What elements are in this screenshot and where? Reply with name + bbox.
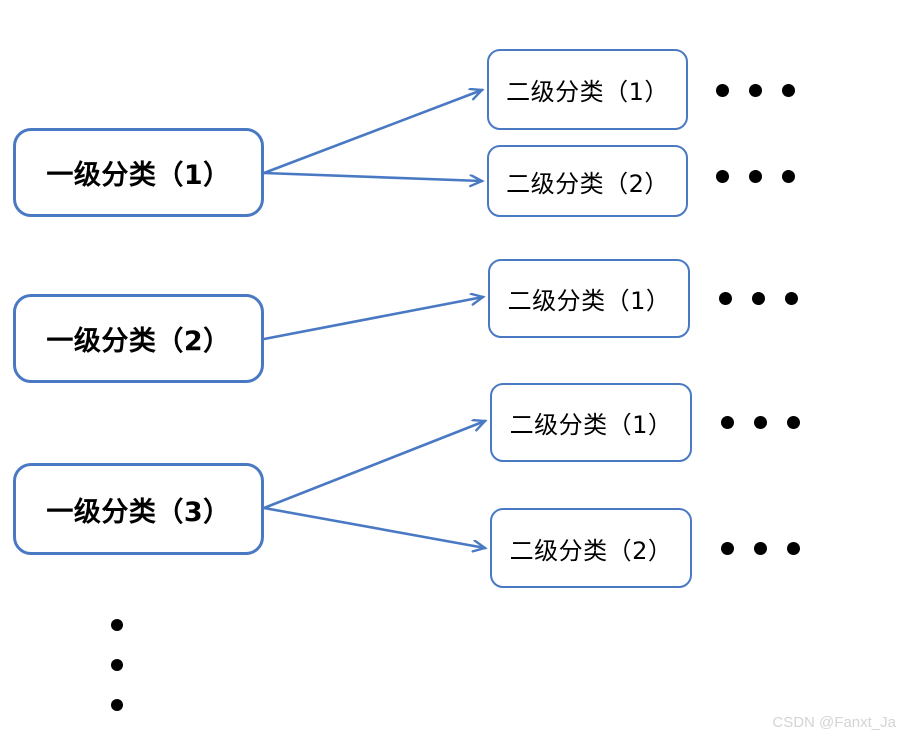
level2-node-1-1-label: 二级分类（1） <box>506 78 669 106</box>
connector-arrow-1 <box>262 90 482 175</box>
dot <box>111 619 123 631</box>
level2-node-3-2-label: 二级分类（2） <box>509 536 673 565</box>
dot <box>785 292 798 305</box>
connector-lines <box>262 90 485 548</box>
connector-arrow-3 <box>262 297 483 341</box>
level2-node-1-2-label: 二级分类（2） <box>506 169 669 198</box>
dot <box>752 292 765 305</box>
level2-node-3-1[interactable]: 二级分类（1） <box>490 383 692 462</box>
dot <box>721 416 734 429</box>
ellipsis-dots-1-2 <box>716 170 795 183</box>
connector-arrow-4 <box>262 421 485 510</box>
level2-node-3-2[interactable]: 二级分类（2） <box>490 508 692 588</box>
ellipsis-dots-3-1 <box>721 416 800 429</box>
level1-node-2[interactable]: 一级分类（2） <box>13 294 264 383</box>
dot <box>754 416 767 429</box>
dot <box>111 659 123 671</box>
level1-node-2-label: 一级分类（2） <box>46 326 231 357</box>
level1-node-3-label: 一级分类（3） <box>46 496 231 528</box>
connector-arrow-5 <box>262 506 485 548</box>
connector-arrow-2 <box>262 171 482 181</box>
ellipsis-dots-3-2 <box>721 542 800 555</box>
level1-node-3[interactable]: 一级分类（3） <box>13 463 264 555</box>
dot <box>749 170 762 183</box>
level2-node-2-1-label: 二级分类（1） <box>507 287 671 315</box>
dot <box>787 416 800 429</box>
level2-node-1-1[interactable]: 二级分类（1） <box>487 49 688 130</box>
dot <box>787 542 800 555</box>
ellipsis-dots-1-1 <box>716 84 795 97</box>
dot <box>754 542 767 555</box>
level2-node-2-1[interactable]: 二级分类（1） <box>488 259 690 338</box>
level2-node-1-2[interactable]: 二级分类（2） <box>487 145 688 217</box>
dot <box>782 170 795 183</box>
ellipsis-dots-2-1 <box>719 292 798 305</box>
dot <box>719 292 732 305</box>
dot <box>716 84 729 97</box>
vertical-ellipsis <box>111 619 123 711</box>
dot <box>111 699 123 711</box>
dot <box>749 84 762 97</box>
watermark: CSDN @Fanxt_Ja <box>772 714 896 731</box>
dot <box>716 170 729 183</box>
dot <box>721 542 734 555</box>
level1-node-1[interactable]: 一级分类（1） <box>13 128 264 217</box>
level1-node-1-label: 一级分类（1） <box>46 160 231 191</box>
level2-node-3-1-label: 二级分类（1） <box>509 411 673 439</box>
dot <box>782 84 795 97</box>
